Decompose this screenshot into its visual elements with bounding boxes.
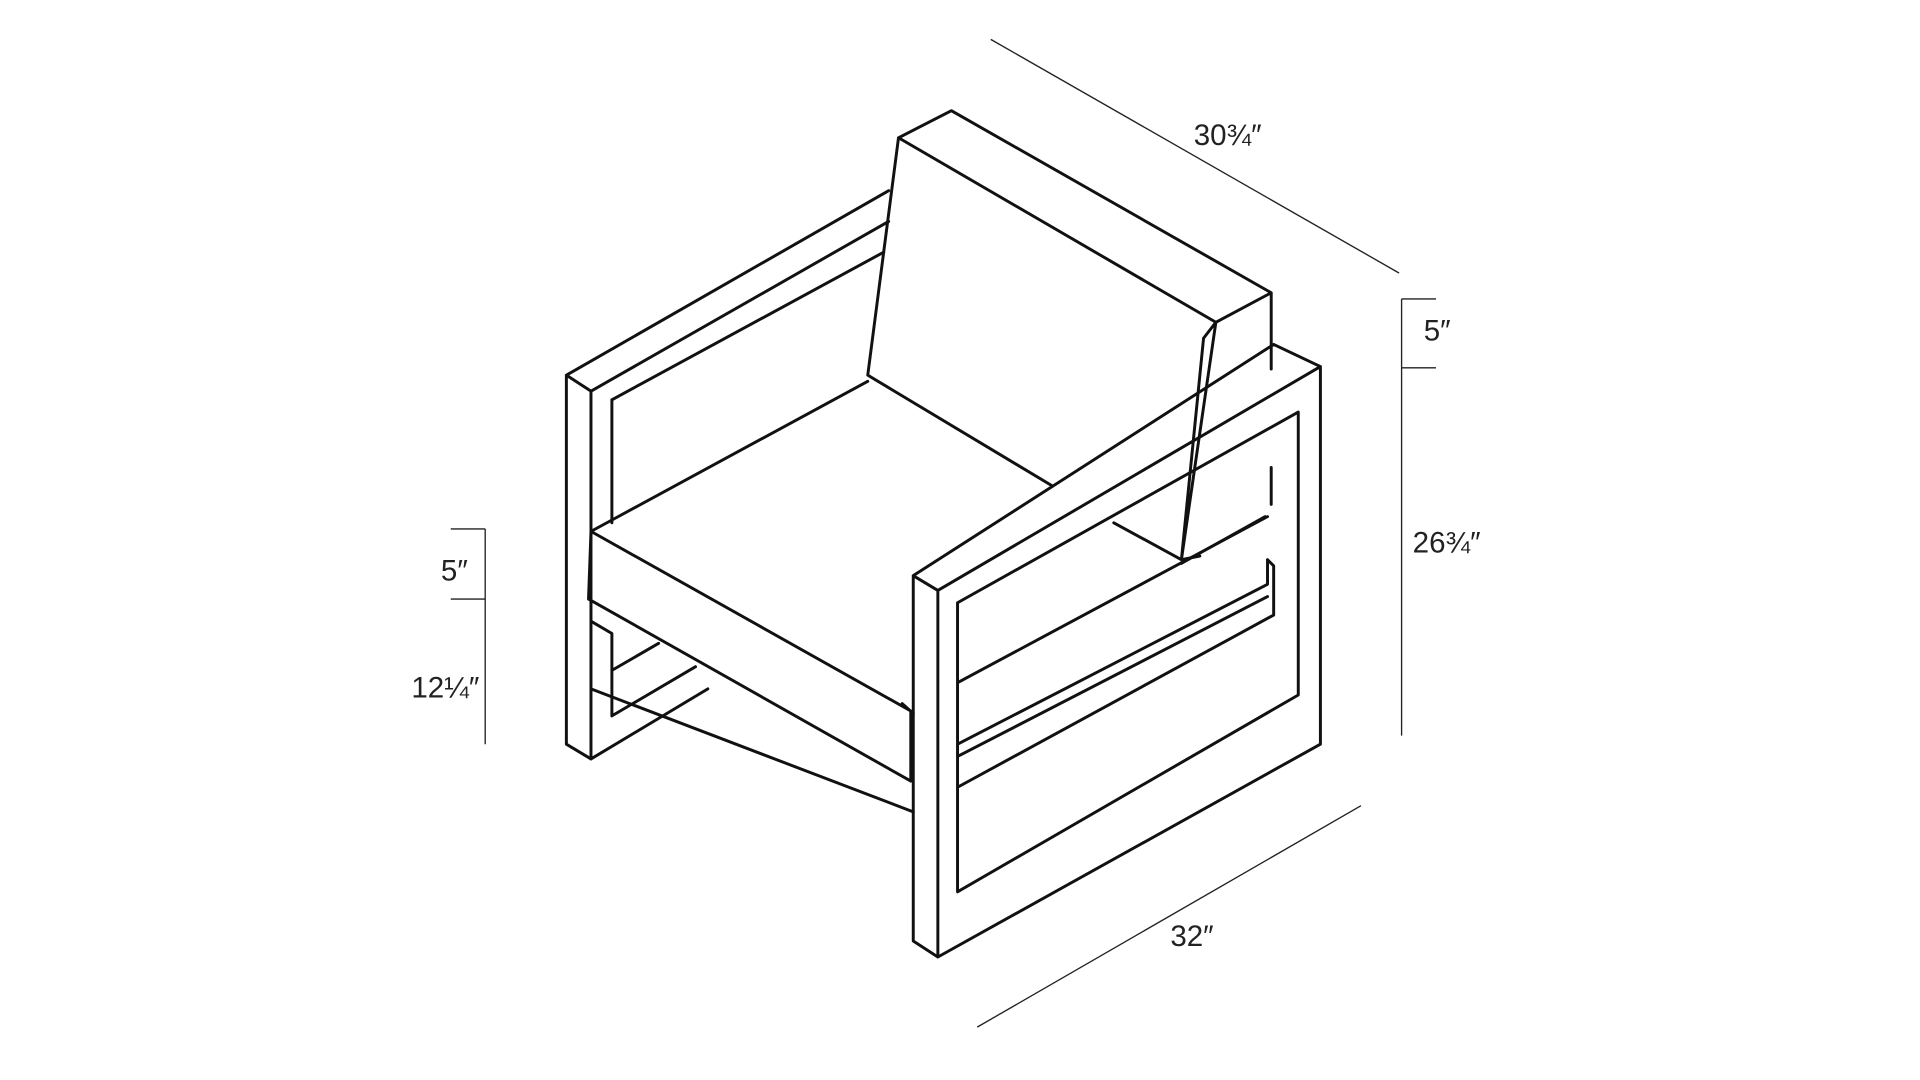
dimension-lines <box>450 38 1437 1028</box>
right-arm <box>911 342 1322 959</box>
seat-cushion-label: 5″ <box>441 555 468 588</box>
depth-dimension-line <box>990 38 1400 274</box>
width-dimension-line <box>976 805 1362 1028</box>
width-label: 32″ <box>1170 920 1213 953</box>
seat-cushion <box>587 379 915 814</box>
chair-drawing <box>564 109 1322 959</box>
backrest <box>866 109 1273 565</box>
left-arm <box>564 189 891 761</box>
overall-height-label: 26¾″ <box>1413 526 1481 559</box>
depth-label: 30¾″ <box>1194 119 1262 152</box>
back-height-label: 5″ <box>1424 315 1451 348</box>
seat-height-label: 12¼″ <box>411 671 479 704</box>
